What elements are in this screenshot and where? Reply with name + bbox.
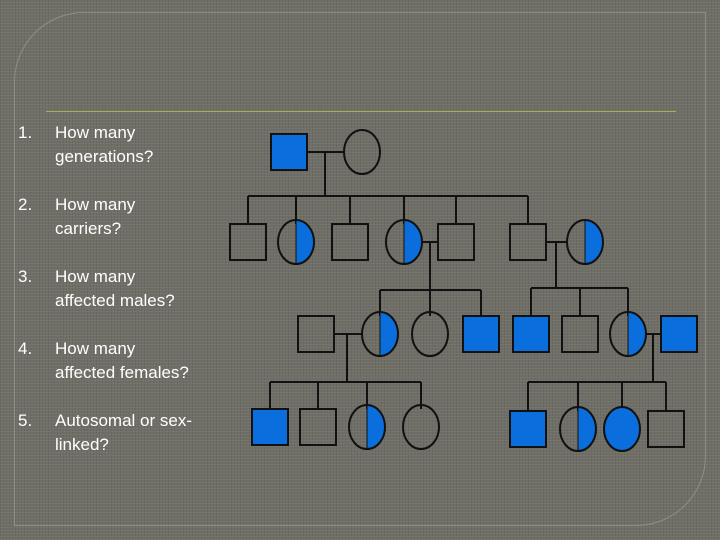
unaffected-male-symbol (509, 223, 547, 261)
question-line: affected females? (55, 363, 189, 382)
question-line: affected males? (55, 291, 175, 310)
unaffected-female-symbol (343, 129, 381, 175)
question-number: 2. (18, 195, 33, 214)
question-text: Autosomal or sex-linked? (55, 409, 220, 457)
individual-17 (660, 315, 698, 353)
question-text: How many affected females? (55, 337, 220, 385)
affected-male-symbol (270, 133, 308, 171)
slide-frame (14, 12, 706, 526)
affected-female-symbol (603, 406, 641, 452)
question-line: How many (55, 195, 136, 214)
carrier-half-fill (628, 312, 646, 356)
affected-male-symbol (462, 315, 500, 353)
individual-20 (348, 404, 386, 450)
question-line: Autosomal or sex- (55, 411, 192, 430)
individual-5 (331, 223, 369, 261)
individual-15 (561, 315, 599, 353)
individual-10 (297, 315, 335, 353)
individual-11 (361, 311, 399, 357)
individual-8 (509, 223, 547, 261)
individual-3 (229, 223, 267, 261)
individual-22 (509, 410, 547, 448)
unaffected-male-symbol (331, 223, 369, 261)
unaffected-male-symbol (561, 315, 599, 353)
individual-25 (647, 410, 685, 448)
unaffected-male-symbol (297, 315, 335, 353)
unaffected-female-symbol (411, 311, 449, 357)
question-number: 3. (18, 267, 33, 286)
question-line: linked? (55, 435, 109, 454)
question-line: How many (55, 123, 136, 142)
affected-male-symbol (251, 408, 289, 446)
individual-18 (251, 408, 289, 446)
carrier-half-fill (578, 407, 596, 451)
individual-21 (402, 404, 440, 450)
individual-13 (462, 315, 500, 353)
affected-male-symbol (660, 315, 698, 353)
unaffected-male-symbol (437, 223, 475, 261)
unaffected-female-symbol (402, 404, 440, 450)
carrier-half-fill (296, 220, 314, 264)
question-number: 5. (18, 411, 33, 430)
unaffected-male-symbol (647, 410, 685, 448)
individual-4 (277, 219, 315, 265)
carrier-half-fill (585, 220, 603, 264)
unaffected-male-symbol (299, 408, 337, 446)
individual-14 (512, 315, 550, 353)
individual-7 (437, 223, 475, 261)
question-line: carriers? (55, 219, 122, 238)
individual-12 (411, 311, 449, 357)
carrier-half-fill (367, 405, 385, 449)
affected-male-symbol (509, 410, 547, 448)
unaffected-male-symbol (229, 223, 267, 261)
question-number: 4. (18, 339, 33, 358)
question-line: generations? (55, 147, 154, 166)
title-divider (46, 111, 676, 112)
question-text: How many carriers? (55, 193, 220, 241)
individual-1 (270, 133, 308, 171)
individual-24 (603, 406, 641, 452)
affected-male-symbol (512, 315, 550, 353)
pedigree-symbols (229, 129, 698, 452)
individual-23 (559, 406, 597, 452)
pedigree-lines (247, 151, 667, 411)
question-line: How many (55, 339, 136, 358)
individual-19 (299, 408, 337, 446)
question-number: 1. (18, 123, 33, 142)
question-line: How many (55, 267, 136, 286)
individual-16 (609, 311, 647, 357)
question-text: How many affected males? (55, 265, 220, 313)
carrier-half-fill (404, 220, 422, 264)
individual-2 (343, 129, 381, 175)
question-text: How many generations? (55, 121, 220, 169)
carrier-half-fill (380, 312, 398, 356)
individual-6 (385, 219, 423, 265)
individual-9 (566, 219, 604, 265)
